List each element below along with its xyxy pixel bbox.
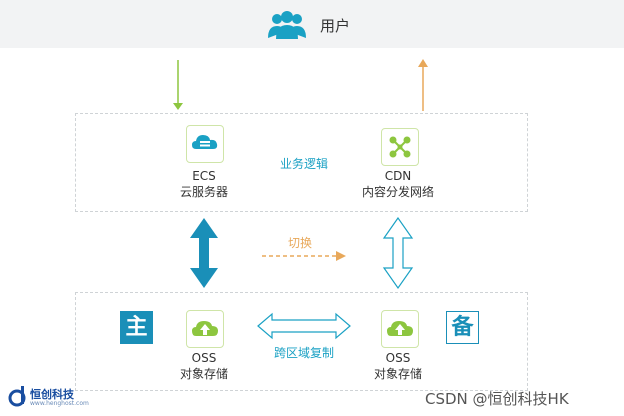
logo-name: 恒创科技: [30, 388, 74, 401]
network-nodes-icon: [389, 136, 411, 158]
cdn-title: CDN: [384, 169, 412, 183]
switch-label: 切换: [287, 236, 312, 250]
cdn-subtitle: 内容分发网络: [361, 185, 434, 199]
company-logo-icon: [8, 386, 26, 407]
business-logic-label: 业务逻辑: [279, 157, 328, 171]
response-arrow: [418, 59, 428, 111]
cloud-server-icon: [192, 135, 218, 149]
ecs-subtitle: 云服务器: [179, 185, 228, 199]
switch-arrow: [262, 251, 346, 261]
ecs-icon-box: [186, 125, 224, 163]
app-layer-box: [75, 113, 528, 212]
csdn-watermark: CSDN @恒创科技HK: [425, 390, 569, 408]
user-label: 用户: [320, 17, 351, 35]
request-arrow: [173, 60, 183, 110]
oss-backup-subtitle: 对象存储: [373, 367, 422, 381]
cloud-upload-icon: [192, 321, 218, 336]
users-icon: [268, 11, 306, 39]
master-badge: 主: [120, 311, 153, 344]
oss-primary-icon-box: [186, 310, 224, 348]
replication-label: 跨区域复制: [273, 346, 334, 360]
backup-badge: 备: [446, 311, 479, 344]
oss-primary-title: OSS: [191, 351, 217, 365]
logo-domain: www.henghost.com: [30, 400, 89, 407]
replication-arrow: [257, 312, 351, 340]
oss-backup-title: OSS: [385, 351, 411, 365]
oss-primary-subtitle: 对象存储: [179, 367, 228, 381]
ecs-title: ECS: [192, 169, 216, 183]
cdn-icon-box: [381, 128, 419, 166]
cloud-upload-icon: [387, 321, 413, 336]
user-bar: [0, 0, 624, 48]
oss-backup-icon-box: [381, 310, 419, 348]
ecs-oss-sync-arrow: [190, 218, 218, 288]
cdn-oss-sync-arrow: [382, 216, 414, 290]
